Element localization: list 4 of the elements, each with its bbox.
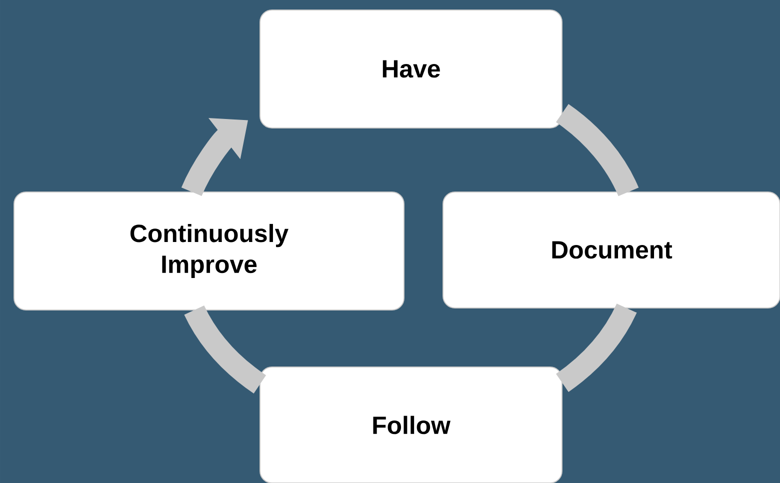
step-box: Have (260, 10, 562, 128)
step-box: Document (442, 191, 780, 308)
step-box: Continuously Improve (14, 191, 404, 310)
step-box: Follow (260, 366, 562, 483)
